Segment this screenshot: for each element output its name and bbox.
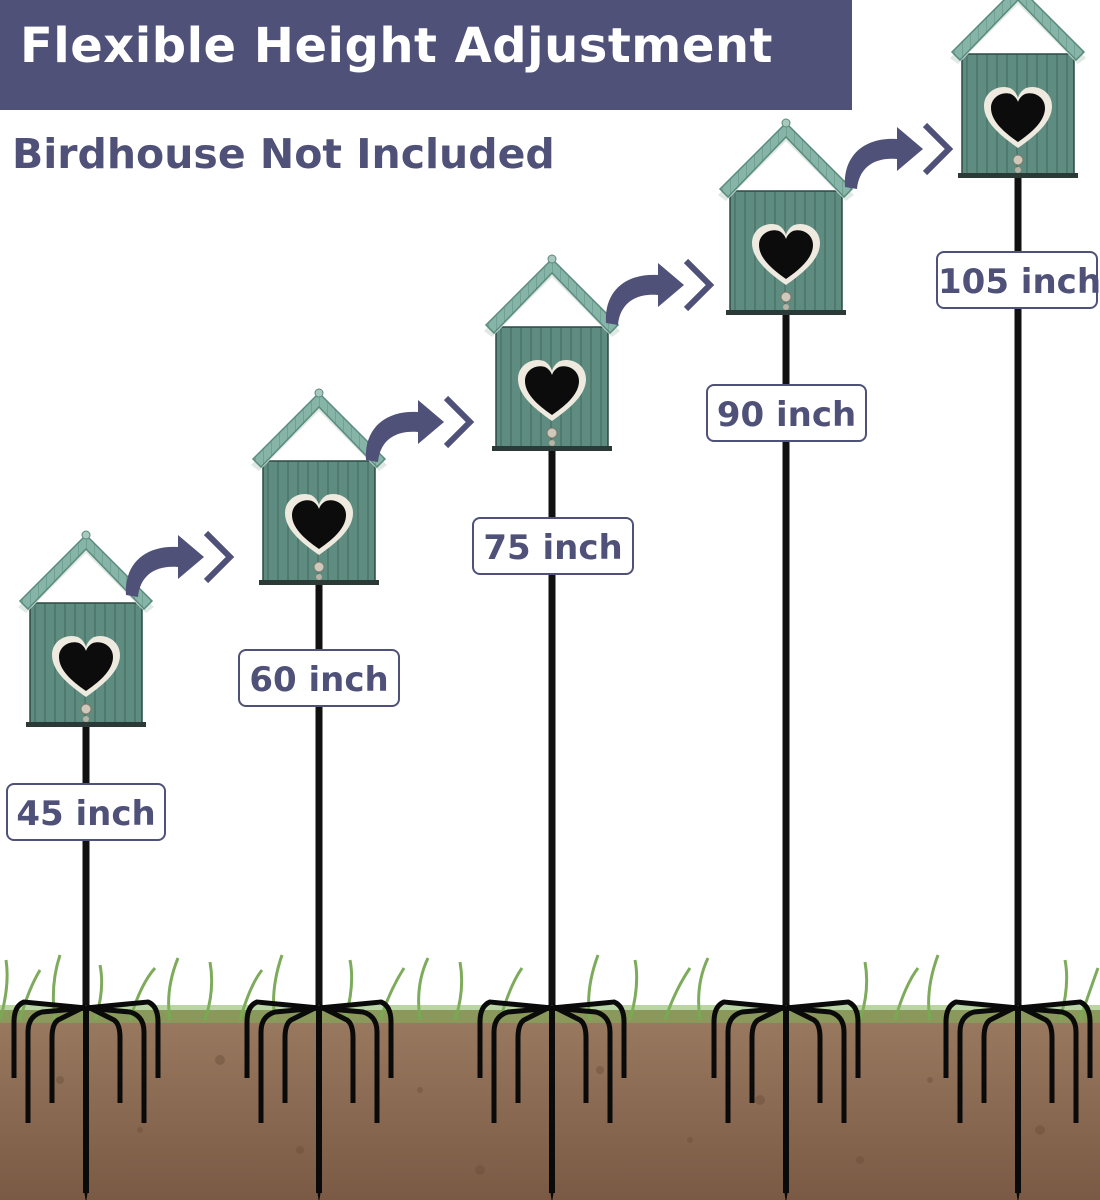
arrow-icon xyxy=(126,533,230,597)
birdhouse-105 xyxy=(949,0,1087,179)
arrow-icon xyxy=(606,261,710,325)
arrow-icon xyxy=(366,398,470,462)
birdhouse-60 xyxy=(250,388,388,586)
height-label-105: 105 inch xyxy=(936,251,1100,309)
height-label-60: 60 inch xyxy=(238,649,400,707)
height-label-90: 90 inch xyxy=(706,384,867,442)
arrow-icon xyxy=(845,125,949,189)
height-label-45: 45 inch xyxy=(6,783,166,841)
birdhouse-90 xyxy=(717,118,855,316)
birdhouse-75 xyxy=(483,254,621,452)
birdhouse-45 xyxy=(17,530,155,728)
soil-texture xyxy=(56,1055,1045,1175)
subtitle: Birdhouse Not Included xyxy=(12,130,555,178)
height-label-75: 75 inch xyxy=(472,517,634,575)
title-banner: Flexible Height Adjustment xyxy=(0,0,852,110)
page-title: Flexible Height Adjustment xyxy=(20,18,773,74)
